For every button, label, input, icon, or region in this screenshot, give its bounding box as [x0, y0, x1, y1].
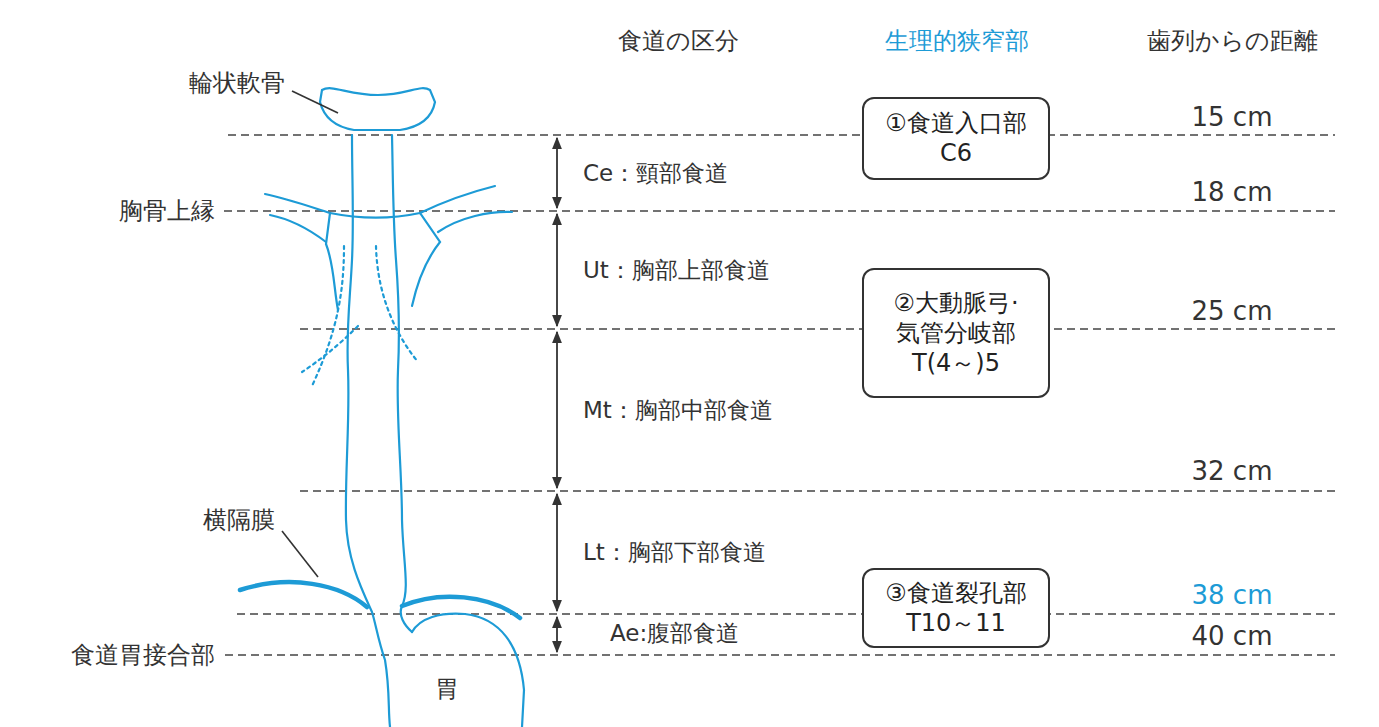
column-header: 生理的狭窄部: [885, 28, 1029, 56]
anatomy: [240, 88, 524, 727]
clavicle: [270, 215, 326, 242]
box-text: ③食道裂孔部 T10～11: [884, 578, 1028, 638]
part-name: 横隔膜: [203, 507, 275, 535]
level-line: [300, 328, 1335, 330]
level-line: [225, 654, 1335, 656]
leader-lines: [282, 91, 338, 577]
sternum: [326, 213, 338, 310]
column-header: 食道の区分: [618, 28, 739, 56]
leader-line: [292, 91, 338, 113]
bronchus-line: [302, 326, 358, 372]
part-name: 食道胃接合部: [71, 642, 215, 670]
stenosis-box: ①食道入口部 C6: [862, 97, 1050, 180]
clavicle: [420, 186, 495, 213]
level-line: [300, 490, 1335, 492]
segment-arrows: [556, 138, 558, 652]
stenosis-box: ③食道裂孔部 T10～11: [862, 568, 1050, 648]
trachea-line: [312, 246, 344, 386]
segment-name: Mt：胸部中部食道: [583, 397, 773, 423]
range-arrow: [556, 332, 558, 488]
distance-value: 15 cm: [1192, 103, 1273, 133]
level-lines: [224, 135, 1335, 655]
stomach-outline: [412, 614, 524, 727]
trachea-line: [376, 246, 418, 362]
esophagus-wall: [392, 135, 412, 632]
distance-value: 25 cm: [1192, 297, 1273, 327]
range-arrow: [556, 214, 558, 326]
cricoid-cartilage: [320, 88, 435, 130]
column-header: 歯列からの距離: [1147, 28, 1318, 56]
segment-name: Lt：胸部下部食道: [583, 539, 766, 565]
range-arrow: [556, 138, 558, 208]
distance-value: 40 cm: [1192, 622, 1273, 652]
box-text: ②大動脈弓· 気管分岐部 T(4～)5: [892, 288, 1020, 378]
level-line: [224, 210, 1335, 212]
segment-name: Ae:腹部食道: [610, 620, 739, 646]
organ-name: 胃: [435, 676, 459, 704]
distance-value: 18 cm: [1192, 178, 1273, 208]
stenosis-box: ②大動脈弓· 気管分岐部 T(4～)5: [862, 268, 1050, 398]
sternum: [330, 213, 440, 306]
esophagus-wall: [346, 135, 390, 727]
range-arrow: [556, 617, 558, 652]
distance-value: 32 cm: [1192, 457, 1273, 487]
segment-name: Ut：胸部上部食道: [583, 257, 770, 283]
clavicle: [438, 212, 512, 232]
clavicle: [265, 194, 330, 213]
range-arrow: [556, 494, 558, 611]
box-text: ①食道入口部 C6: [884, 108, 1028, 168]
level-line: [228, 134, 1335, 136]
part-name: 輪状軟骨: [189, 70, 285, 98]
distance-value: 38 cm: [1192, 581, 1273, 611]
part-name: 胸骨上縁: [119, 198, 215, 226]
diaphragm: [240, 582, 367, 607]
segment-name: Ce：頸部食道: [583, 160, 728, 186]
leader-line: [282, 531, 318, 577]
diaphragm: [402, 597, 520, 618]
